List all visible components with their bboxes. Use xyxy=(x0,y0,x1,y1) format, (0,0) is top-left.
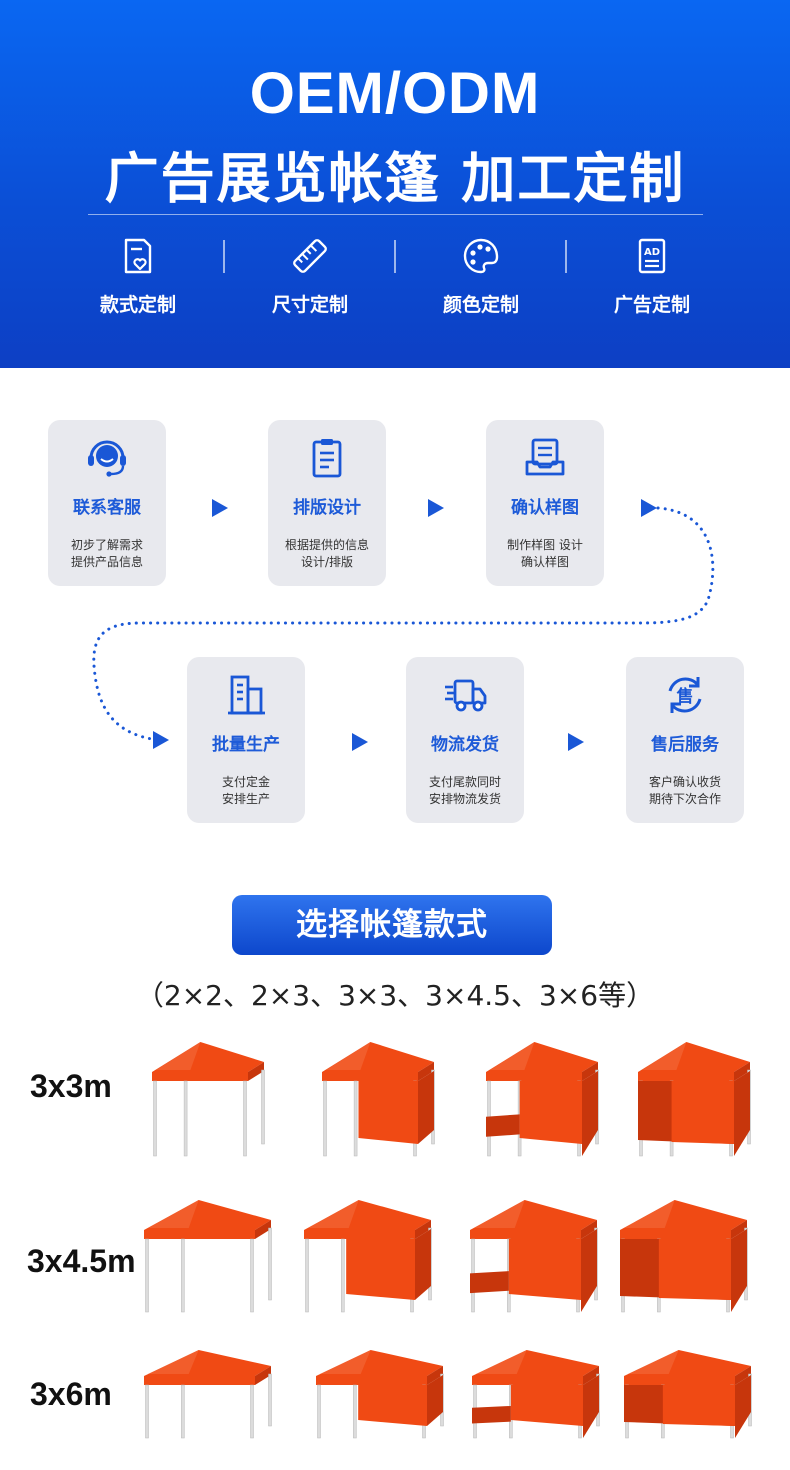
tent-image-3x3m-three-walls xyxy=(638,1042,751,1157)
dotted-connector xyxy=(92,506,715,742)
tent-image-3x3m-open xyxy=(152,1042,265,1157)
step-description: 客户确认收货 期待下次合作 xyxy=(630,774,740,808)
ruler-icon xyxy=(293,239,327,273)
step-desc-line: 客户确认收货 xyxy=(648,775,721,789)
step-desc-line: 根据提供的信息 xyxy=(284,538,369,552)
palette-icon xyxy=(463,238,499,274)
step-title: 物流发货 xyxy=(431,735,499,755)
style-document-heart-icon xyxy=(124,238,152,274)
hero-banner: OEM/ODM 广告展览帐篷 加工定制 款式定制 尺寸定制 xyxy=(0,0,790,368)
step-desc-line: 安排生产 xyxy=(221,792,270,806)
feature-label: 颜色定制 xyxy=(442,294,519,316)
step-desc-line: 支付定金 xyxy=(221,775,270,789)
step-desc-line: 支付尾款同时 xyxy=(428,775,501,789)
step-desc-line: 设计/排版 xyxy=(300,555,354,569)
flow-arrow-icon xyxy=(153,731,169,749)
row-label-3x4.5: 3x4.5m xyxy=(27,1243,136,1279)
process-step-contact: 联系客服 初步了解需求 提供产品信息 xyxy=(48,420,166,586)
feature-separator xyxy=(223,240,225,273)
feature-color: 颜色定制 xyxy=(396,236,566,317)
tent-image-3x4.5m-three-walls xyxy=(620,1200,748,1313)
process-step-production: 批量生产 支付定金 安排生产 xyxy=(187,657,305,823)
factory-building-icon xyxy=(228,675,265,715)
tent-image-3x3m-half-wall xyxy=(486,1042,599,1157)
step-desc-line: 安排物流发货 xyxy=(428,792,501,806)
flow-arrow-icon xyxy=(641,499,657,517)
tent-image-3x3m-one-wall xyxy=(322,1042,435,1157)
step-description: 支付定金 安排生产 xyxy=(191,774,301,808)
step-desc-line: 提供产品信息 xyxy=(70,555,143,569)
step-title: 批量生产 xyxy=(212,735,280,755)
tent-image-3x6m-three-walls xyxy=(624,1350,752,1439)
sample-image-tray-icon xyxy=(525,438,565,476)
tent-image-3x4.5m-one-wall xyxy=(304,1200,432,1313)
tent-image-3x4.5m-open xyxy=(144,1200,272,1313)
step-desc-line: 初步了解需求 xyxy=(70,538,143,552)
sizes-note: （2×2、2×3、3×3、3×4.5、3×6等） xyxy=(135,979,655,1012)
row-label-3x6: 3x6m xyxy=(30,1376,112,1412)
feature-label: 广告定制 xyxy=(613,294,690,316)
svg-text:AD: AD xyxy=(644,247,660,258)
tent-image-3x6m-one-wall xyxy=(316,1350,444,1439)
tent-image-3x6m-half-wall xyxy=(472,1350,600,1439)
flow-arrow-icon xyxy=(568,733,584,751)
step-desc-line: 期待下次合作 xyxy=(648,792,721,806)
step-desc-line: 确认样图 xyxy=(520,555,569,569)
feature-label: 款式定制 xyxy=(99,294,176,316)
hero-title: OEM/ODM xyxy=(249,61,541,126)
row-label-3x3: 3x3m xyxy=(30,1068,112,1104)
step-title: 联系客服 xyxy=(73,498,141,518)
customer-service-headset-icon xyxy=(88,440,126,477)
flow-arrow-icon xyxy=(212,499,228,517)
flow-arrow-icon xyxy=(352,733,368,751)
flow-arrow-icon xyxy=(428,499,444,517)
step-description: 支付尾款同时 安排物流发货 xyxy=(410,774,520,808)
step-description: 根据提供的信息 设计/排版 xyxy=(272,537,382,571)
step-desc-line: 制作样图 设计 xyxy=(507,538,583,552)
process-step-shipping: 物流发货 支付尾款同时 安排物流发货 xyxy=(406,657,524,823)
ad-document-icon: AD xyxy=(638,238,666,274)
hero-divider xyxy=(88,214,703,215)
step-title: 确认样图 xyxy=(511,498,579,518)
step-description: 初步了解需求 提供产品信息 xyxy=(52,537,162,571)
feature-ad: AD 广告定制 xyxy=(567,236,737,317)
process-step-layout: 排版设计 根据提供的信息 设计/排版 xyxy=(268,420,386,586)
svg-text:售: 售 xyxy=(677,686,694,707)
step-description: 制作样图 设计 确认样图 xyxy=(490,537,600,571)
clipboard-icon xyxy=(312,439,342,478)
hero-subtitle: 广告展览帐篷 加工定制 xyxy=(104,147,686,210)
feature-size: 尺寸定制 xyxy=(225,236,395,317)
step-title: 售后服务 xyxy=(651,735,719,755)
feature-separator xyxy=(565,240,567,273)
step-title: 排版设计 xyxy=(293,498,361,518)
delivery-truck-icon xyxy=(445,679,487,712)
feature-label: 尺寸定制 xyxy=(271,294,348,316)
process-step-after-sales: 售 售后服务 客户确认收货 期待下次合作 xyxy=(626,657,744,823)
process-step-sample: 确认样图 制作样图 设计 确认样图 xyxy=(486,420,604,586)
feature-style: 款式定制 xyxy=(53,236,223,317)
tent-image-3x4.5m-half-wall xyxy=(470,1200,598,1313)
tent-image-3x6m-open xyxy=(144,1350,272,1439)
feature-separator xyxy=(394,240,396,273)
section-heading-pill: 选择帐篷款式 xyxy=(232,895,552,955)
after-sales-cycle-icon: 售 xyxy=(668,677,702,713)
